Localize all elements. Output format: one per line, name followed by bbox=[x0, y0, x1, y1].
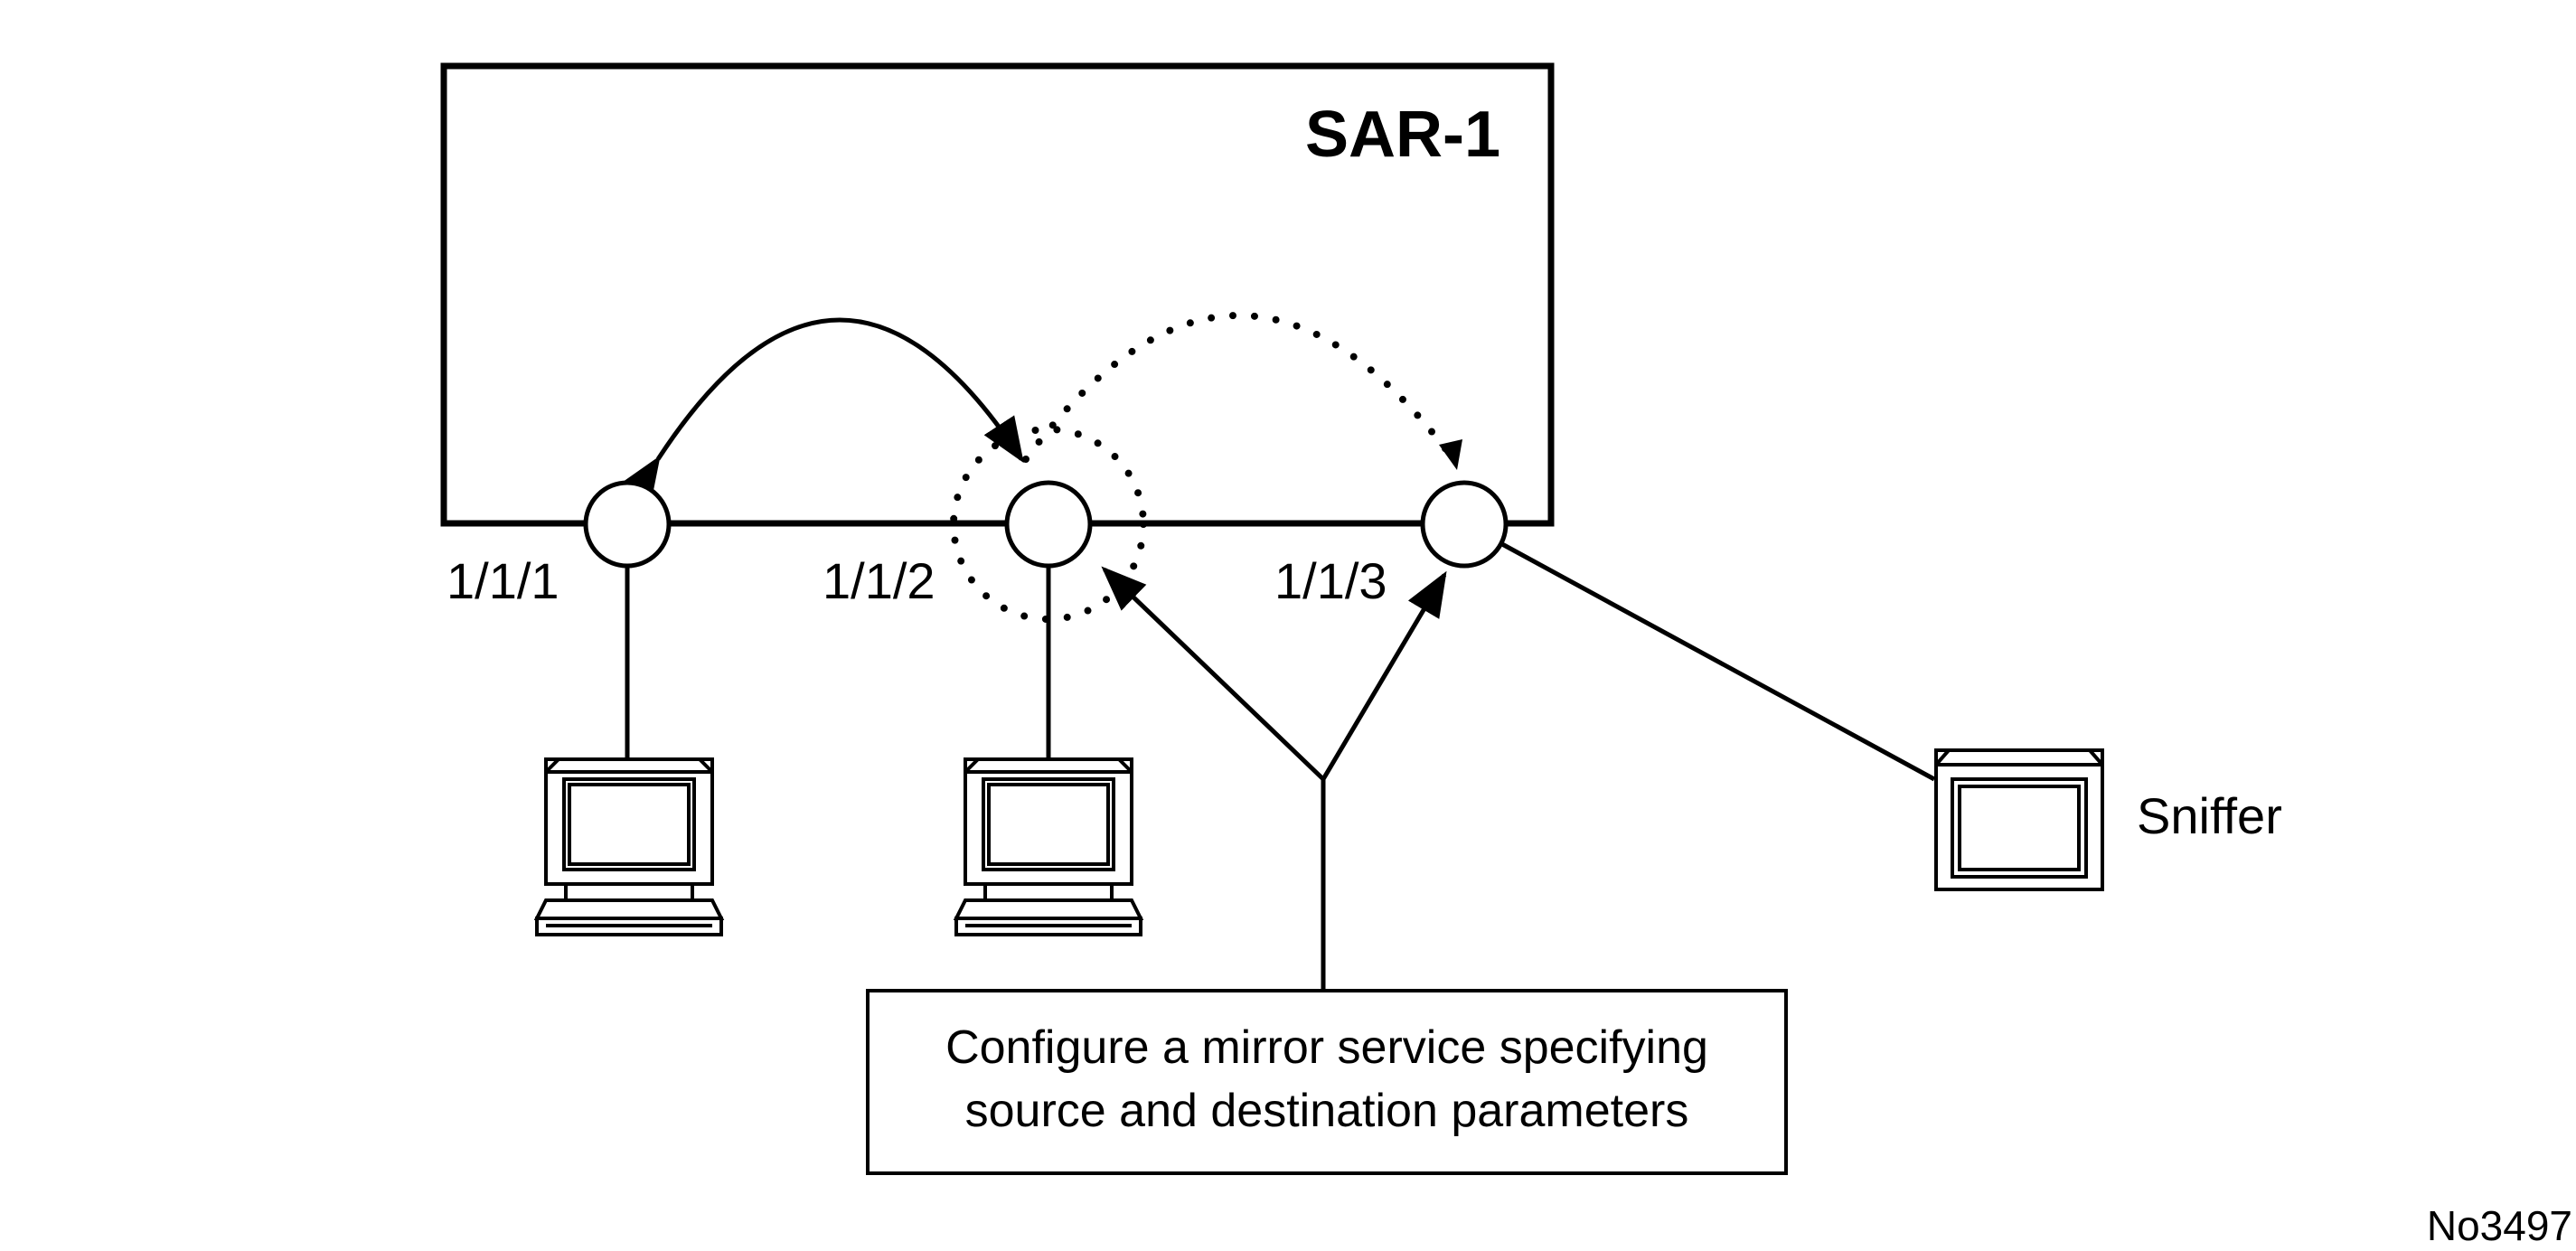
mirror-flow-arrow bbox=[1022, 312, 1457, 463]
mirror-flow-arrowhead bbox=[1439, 439, 1462, 470]
link-port-1-1-3-sniffer bbox=[1500, 541, 1936, 782]
callout-arrow-source bbox=[1101, 566, 1325, 781]
note-box bbox=[866, 989, 1788, 1175]
host-computer-2-icon bbox=[953, 757, 1144, 936]
router-chassis bbox=[440, 62, 1555, 527]
note-line-1: Configure a mirror service specifying bbox=[945, 1021, 1708, 1074]
sniffer-label: Sniffer bbox=[2137, 787, 2282, 844]
sniffer-monitor-icon bbox=[1934, 748, 2104, 891]
port-1-1-2 bbox=[1004, 480, 1093, 569]
port-1-1-3 bbox=[1420, 480, 1509, 569]
traffic-flow-arrow bbox=[620, 317, 1024, 503]
port-label-1-1-2: 1/1/2 bbox=[823, 552, 935, 609]
note-line-2: source and destination parameters bbox=[965, 1085, 1689, 1137]
port-1-1-1 bbox=[583, 480, 672, 569]
router-label: SAR-1 bbox=[1305, 99, 1500, 171]
port-label-1-1-1: 1/1/1 bbox=[447, 552, 559, 609]
figure-id: No3497 bbox=[2427, 1202, 2572, 1249]
host-computer-1-icon bbox=[533, 757, 725, 936]
port-label-1-1-3: 1/1/3 bbox=[1274, 552, 1387, 609]
callout-arrow-destination bbox=[1321, 570, 1447, 781]
